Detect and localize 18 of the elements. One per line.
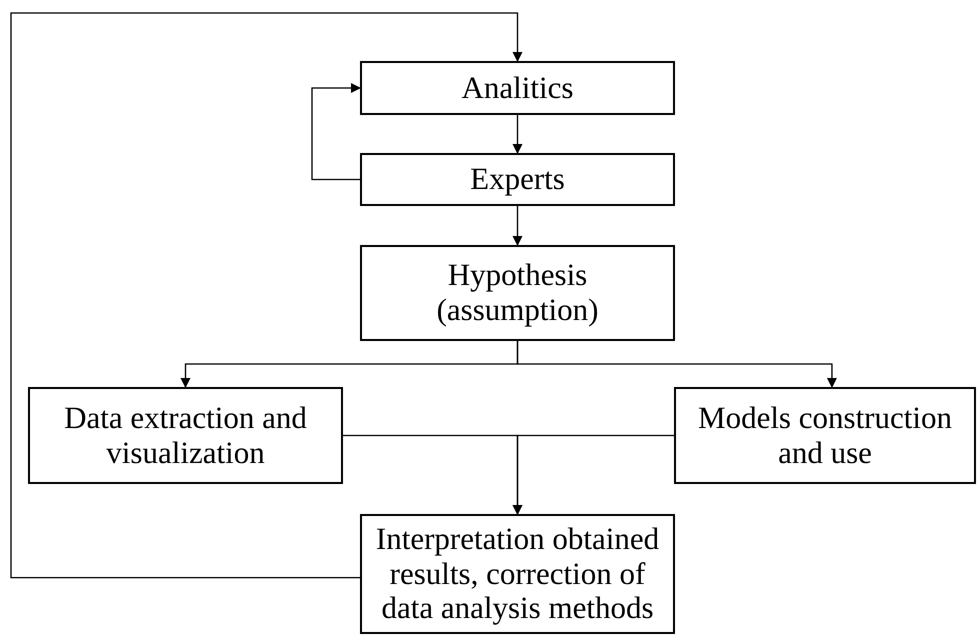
box-label: Hypothesis (assumption) [436, 258, 600, 328]
process-box [28, 387, 343, 484]
box-label: Models construction and use [697, 400, 953, 470]
process-box [360, 153, 675, 206]
box-label: Interpretation obtained results, correction of data analysis methods [374, 522, 660, 626]
arrow [512, 115, 522, 154]
box-label: Analitics [462, 70, 574, 106]
box-label: Experts [470, 162, 565, 197]
process-box [360, 514, 675, 634]
arrow [10, 12, 522, 578]
arrow [512, 434, 674, 515]
box-label: Data extraction and visualization [63, 400, 308, 470]
process-box [360, 61, 675, 115]
arrow [512, 206, 522, 246]
arrow [516, 341, 837, 388]
arrow [311, 83, 361, 180]
process-box [674, 387, 976, 484]
process-box [360, 245, 675, 341]
